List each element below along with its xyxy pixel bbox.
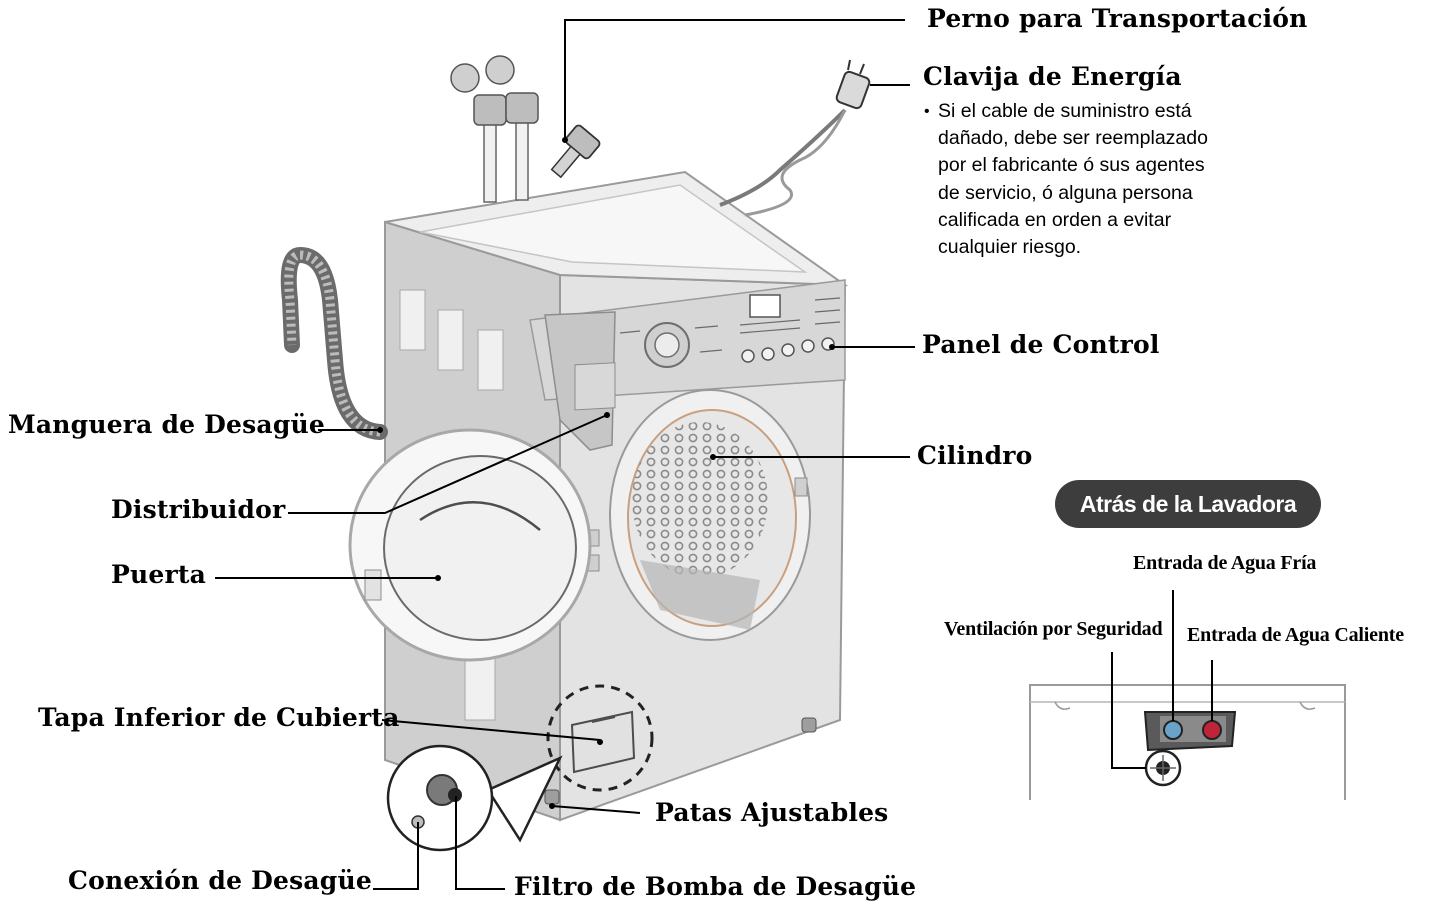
leader-tapa	[381, 719, 601, 741]
note-line: calificada en orden a evitar	[938, 208, 1172, 231]
leader-dots	[377, 137, 835, 809]
drain-zoom-view	[386, 744, 563, 852]
label-entrada-agua-caliente: Entrada de Agua Caliente	[1187, 624, 1404, 646]
cold-water-inlet	[1163, 720, 1183, 740]
back-view-diagram	[1029, 590, 1346, 800]
leader-distribuidor	[288, 414, 608, 514]
label-panel-control: Panel de Control	[922, 330, 1160, 359]
label-tapa-inferior: Tapa Inferior de Cubierta	[38, 703, 400, 732]
label-puerta: Puerta	[111, 560, 206, 589]
back-view-title: Atrás de la Lavadora	[1055, 480, 1321, 528]
clavija-note: • Si el cable de suministro está dañado,…	[924, 98, 1284, 261]
label-patas-ajustables: Patas Ajustables	[655, 798, 889, 827]
hot-water-inlet	[1202, 720, 1222, 740]
label-conexion-desague: Conexión de Desagüe	[68, 866, 372, 895]
label-cilindro: Cilindro	[917, 441, 1033, 470]
note-line: de servicio, ó alguna persona	[938, 181, 1193, 204]
label-perno-transportacion: Perno para Transportación	[927, 4, 1308, 33]
label-manguera-desague: Manguera de Desagüe	[8, 410, 325, 439]
leader-filtro	[455, 796, 505, 890]
leader-conexion	[373, 822, 419, 890]
note-line: dañado, debe ser reemplazado	[938, 127, 1208, 150]
leader-perno	[564, 19, 905, 140]
note-line: Si el cable de suministro está	[938, 100, 1192, 122]
label-filtro-bomba: Filtro de Bomba de Desagüe	[514, 872, 917, 901]
leader-lines	[215, 19, 915, 890]
label-distribuidor: Distribuidor	[111, 495, 286, 524]
note-line: por el fabricante ó sus agentes	[938, 154, 1205, 177]
note-line: cualquier riesgo.	[938, 236, 1082, 259]
label-ventilacion-seguridad: Ventilación por Seguridad	[944, 618, 1163, 640]
label-entrada-agua-fria: Entrada de Agua Fría	[1133, 552, 1317, 574]
washer-body	[280, 55, 871, 822]
leader-ventilacion	[1111, 652, 1146, 769]
note-bullet: •	[924, 103, 930, 120]
leader-patas	[551, 805, 641, 814]
label-clavija-energia: Clavija de Energía	[923, 62, 1182, 91]
